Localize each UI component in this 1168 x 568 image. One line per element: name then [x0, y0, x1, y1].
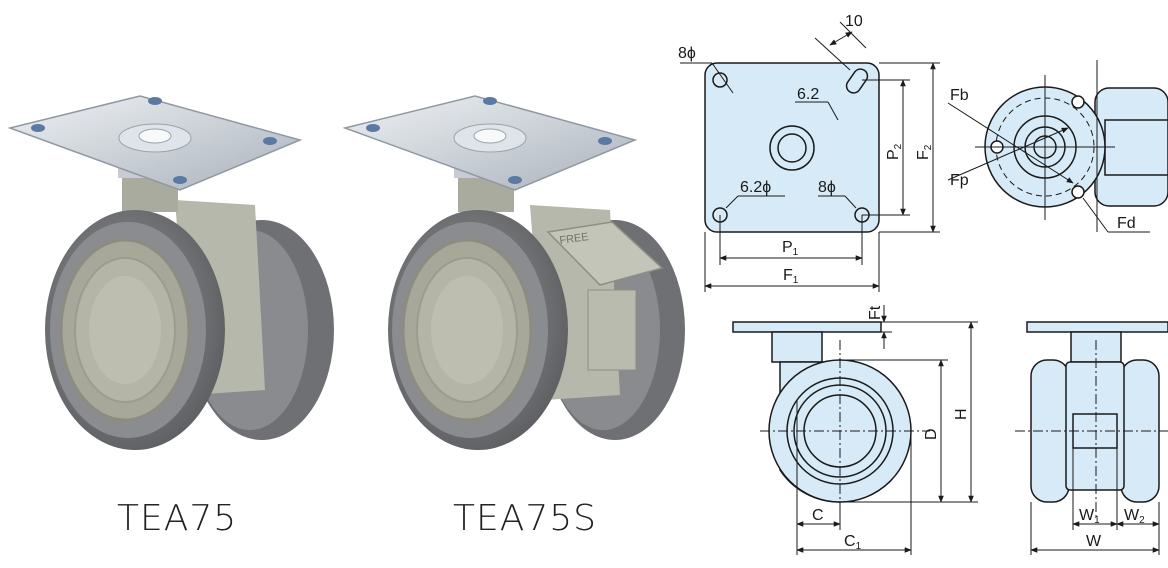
- fb-label: Fb: [950, 87, 969, 104]
- fd-label: Fd: [1117, 215, 1136, 232]
- round-plate-labels: Fb Fp Fd: [950, 87, 1136, 232]
- w2-label: W2: [1124, 507, 1145, 526]
- brake-free-label: FREE: [559, 231, 590, 247]
- plate-top-view: [680, 21, 940, 292]
- f1-label: F1: [783, 267, 799, 286]
- caster-photo-tea75: [7, 95, 334, 450]
- h-label: H: [953, 408, 970, 420]
- round-plate-view: [947, 60, 1168, 233]
- model-caption-tea75s: TEA75S: [453, 498, 598, 539]
- front-view-labels: W1 W2 W: [1079, 507, 1145, 550]
- f2-label: F2: [915, 144, 934, 160]
- brake-lever: [546, 221, 664, 286]
- ft-label: Ft: [867, 305, 884, 320]
- p1-label: P1: [782, 239, 799, 258]
- w1-label: W1: [1079, 507, 1100, 526]
- plate-top-labels: 8ϕ 10 6.2 6.2ϕ 8ϕ P1 F1 P2 F2: [678, 13, 934, 286]
- c1-label: C1: [844, 533, 862, 552]
- c-label: C: [812, 507, 824, 524]
- fp-label: Fp: [950, 172, 969, 189]
- hole-62-label: 6.2ϕ: [740, 179, 771, 196]
- slot-label: 6.2: [797, 86, 819, 103]
- slot-width-label: 10: [845, 13, 863, 30]
- d-label: D: [923, 428, 940, 440]
- caster-photo-tea75s: FREE: [342, 95, 685, 450]
- w-label: W: [1086, 533, 1102, 550]
- hole-8-right-label: 8ϕ: [818, 179, 836, 196]
- side-view: [732, 305, 978, 555]
- model-caption-tea75: TEA75: [117, 498, 238, 539]
- hole-8-label: 8ϕ: [678, 45, 696, 62]
- front-view: [1015, 321, 1168, 555]
- side-view-labels: Ft D H C C1: [812, 305, 970, 552]
- p2-label: P2: [885, 143, 904, 160]
